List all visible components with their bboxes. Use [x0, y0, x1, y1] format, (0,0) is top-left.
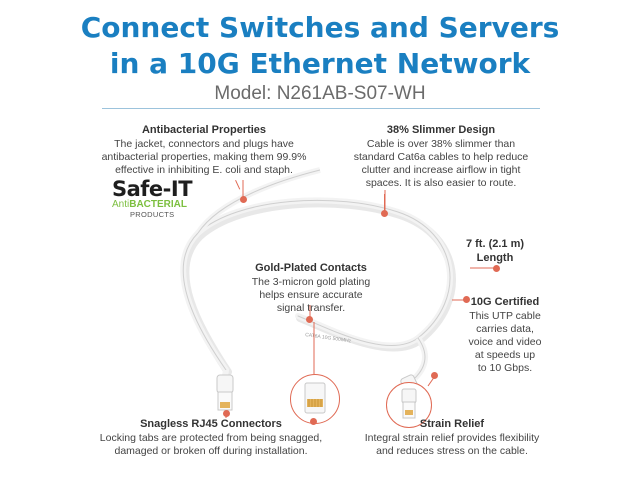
feature-line: Locking tabs are protected from being sn… — [99, 432, 323, 444]
logo-anti: Anti — [112, 199, 130, 210]
feature-line: damaged or broken off during installatio… — [114, 445, 308, 457]
feature-line: clutter and increase airflow in tight — [361, 164, 521, 176]
header-divider — [102, 108, 540, 109]
callout-dot — [240, 196, 247, 203]
callout-dot — [431, 372, 438, 379]
feature-line: and reduces stress on the cable. — [376, 445, 528, 457]
feature-line: at speeds up — [474, 349, 536, 361]
feature-title: Strain Relief — [419, 418, 485, 430]
callout-dot — [463, 296, 470, 303]
logo-brand: Safe-IT — [112, 177, 193, 201]
feature-line: voice and video — [468, 336, 542, 348]
feature-line: standard Cat6a cables to help reduce — [353, 151, 529, 163]
left-connector — [216, 374, 234, 411]
feature-line: Cable is over 38% slimmer than — [366, 138, 516, 150]
strain-relief-magnifier — [386, 382, 432, 428]
feature-title: 10G Certified — [470, 296, 540, 308]
feature-line: carries data, — [476, 323, 534, 335]
title-line-1: Connect Switches and Servers — [80, 11, 560, 44]
feature-line: effective in inhibiting E. coli and stap… — [115, 164, 293, 176]
feature-antibacterial: Antibacterial Properties The jacket, con… — [84, 124, 324, 177]
feature-snagless: Snagless RJ45 Connectors Locking tabs ar… — [96, 418, 326, 458]
feature-gold: Gold-Plated Contacts The 3-micron gold p… — [226, 262, 396, 315]
feature-line: The 3-micron gold plating — [251, 276, 371, 288]
magnified-connector-icon — [304, 382, 326, 414]
feature-certified: 10G Certified This UTP cable carries dat… — [460, 296, 550, 375]
logo-antibacterial: AntiBACTERIAL — [112, 199, 192, 210]
logo-products: PRODUCTS — [130, 210, 175, 219]
feature-title: Snagless RJ45 Connectors — [140, 418, 282, 430]
feature-title: 38% Slimmer Design — [386, 124, 496, 136]
feature-strain-relief: Strain Relief Integral strain relief pro… — [352, 418, 552, 458]
feature-line: Integral strain relief provides flexibil… — [364, 432, 540, 444]
callout-dot — [223, 410, 230, 417]
callout-dot — [310, 418, 317, 425]
safe-it-logo: Safe-IT AntiBACTERIAL PRODUCTS — [112, 177, 193, 219]
logo-bacterial: BACTERIAL — [129, 199, 188, 210]
feature-line: The jacket, connectors and plugs have — [114, 138, 294, 150]
feature-line: signal transfer. — [276, 302, 346, 314]
feature-title: 7 ft. (2.1 m) — [465, 238, 525, 250]
callout-dot — [381, 210, 388, 217]
callout-dot — [306, 316, 313, 323]
feature-slimmer: 38% Slimmer Design Cable is over 38% sli… — [336, 124, 546, 190]
callout-dot — [493, 265, 500, 272]
feature-line: antibacterial properties, making them 99… — [101, 151, 307, 163]
feature-length: 7 ft. (2.1 m) Length — [440, 238, 550, 266]
magnified-strain-relief-icon — [401, 388, 417, 419]
page-title: Connect Switches and Servers in a 10G Et… — [0, 10, 640, 82]
feature-line: helps ensure accurate — [259, 289, 363, 301]
feature-title: Antibacterial Properties — [141, 124, 267, 136]
feature-line: spaces. It is also easier to route. — [365, 177, 517, 189]
gold-contacts-magnifier — [290, 374, 340, 424]
feature-subtitle: Length — [476, 252, 514, 264]
feature-line: to 10 Gbps. — [477, 362, 533, 374]
title-line-2: in a 10G Ethernet Network — [109, 47, 531, 80]
model-number: Model: N261AB-S07-WH — [214, 83, 426, 104]
feature-line: This UTP cable — [469, 310, 541, 322]
feature-title: Gold-Plated Contacts — [255, 262, 367, 274]
